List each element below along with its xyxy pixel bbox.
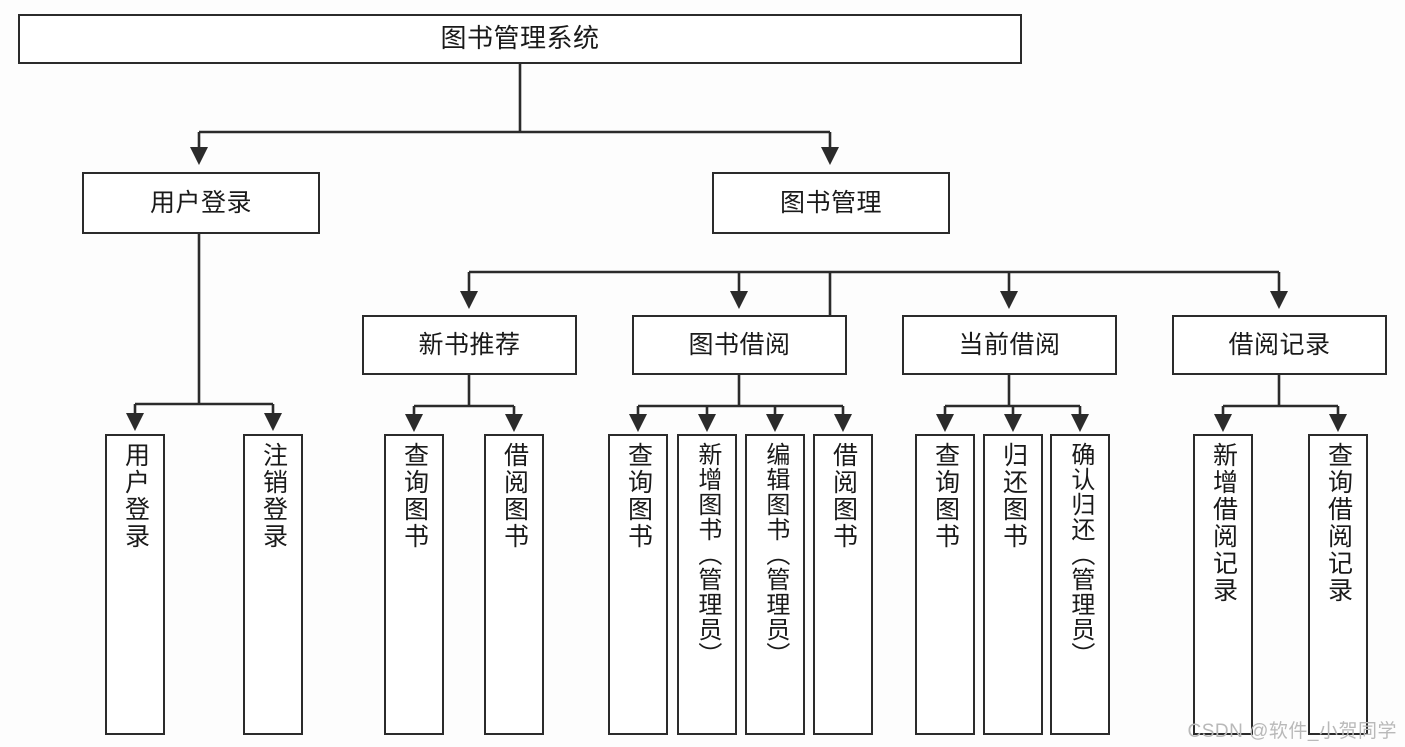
leaf-query-book-recommend-label: 查询图书 (400, 442, 429, 550)
leaf-edit-book-admin[interactable]: 编辑图书（管理员） (745, 434, 805, 735)
node-new-book-recommend[interactable]: 新书推荐 (362, 315, 577, 375)
leaf-add-borrow-record-label: 新增借阅记录 (1209, 442, 1238, 604)
leaf-user-login-label: 用户登录 (121, 442, 150, 550)
node-root[interactable]: 图书管理系统 (18, 14, 1022, 64)
node-current-borrow[interactable]: 当前借阅 (902, 315, 1117, 375)
node-book-management[interactable]: 图书管理 (712, 172, 950, 234)
node-current-borrow-label: 当前借阅 (958, 331, 1061, 359)
leaf-borrow-book-recommend[interactable]: 借阅图书 (484, 434, 544, 735)
node-book-borrow-label: 图书借阅 (688, 331, 791, 359)
leaf-add-book-admin[interactable]: 新增图书（管理员） (677, 434, 737, 735)
leaf-query-borrow-record[interactable]: 查询借阅记录 (1308, 434, 1368, 735)
leaf-user-login[interactable]: 用户登录 (105, 434, 165, 735)
leaf-query-book-recommend[interactable]: 查询图书 (384, 434, 444, 735)
leaf-logout-label: 注销登录 (259, 442, 288, 550)
leaf-add-book-admin-label: 新增图书（管理员） (693, 442, 721, 667)
leaf-add-borrow-record[interactable]: 新增借阅记录 (1193, 434, 1253, 735)
leaf-query-book-borrow-label: 查询图书 (624, 442, 653, 550)
leaf-confirm-return-admin-label: 确认归还（管理员） (1066, 442, 1094, 667)
leaf-query-book-current[interactable]: 查询图书 (915, 434, 975, 735)
node-new-book-recommend-label: 新书推荐 (418, 331, 521, 359)
node-user-login-label: 用户登录 (149, 189, 252, 217)
node-book-management-label: 图书管理 (779, 189, 882, 217)
leaf-edit-book-admin-label: 编辑图书（管理员） (761, 442, 789, 667)
leaf-confirm-return-admin[interactable]: 确认归还（管理员） (1050, 434, 1110, 735)
node-book-borrow[interactable]: 图书借阅 (632, 315, 847, 375)
leaf-query-book-borrow[interactable]: 查询图书 (608, 434, 668, 735)
node-borrow-record[interactable]: 借阅记录 (1172, 315, 1387, 375)
leaf-query-book-current-label: 查询图书 (931, 442, 960, 550)
leaf-query-borrow-record-label: 查询借阅记录 (1324, 442, 1353, 604)
leaf-borrow-book[interactable]: 借阅图书 (813, 434, 873, 735)
leaf-borrow-book-label: 借阅图书 (829, 442, 858, 550)
leaf-borrow-book-recommend-label: 借阅图书 (500, 442, 529, 550)
node-borrow-record-label: 借阅记录 (1228, 331, 1331, 359)
node-root-label: 图书管理系统 (440, 23, 600, 54)
leaf-return-book[interactable]: 归还图书 (983, 434, 1043, 735)
leaf-logout[interactable]: 注销登录 (243, 434, 303, 735)
node-user-login[interactable]: 用户登录 (82, 172, 320, 234)
leaf-return-book-label: 归还图书 (999, 442, 1028, 550)
